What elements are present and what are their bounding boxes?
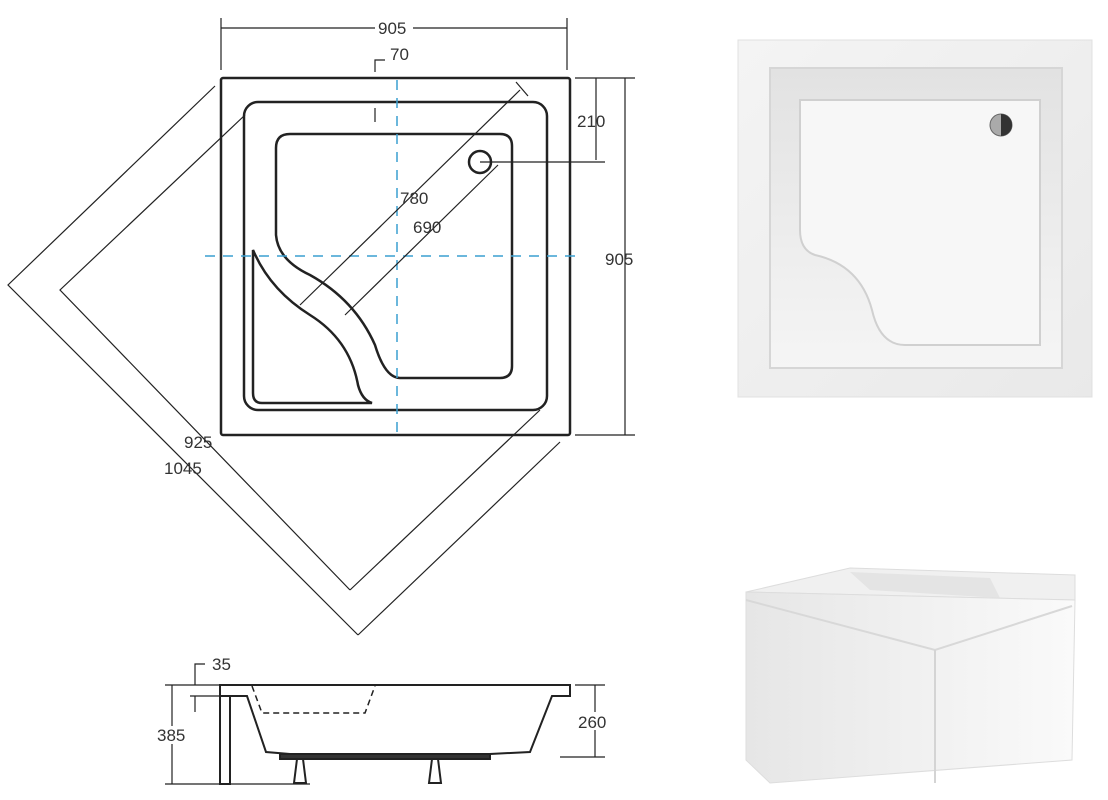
side-view-labels: 35 385 260: [155, 655, 614, 745]
width-label: 905: [378, 19, 406, 38]
product-photo-top: [737, 39, 1093, 398]
top-view: [7, 18, 635, 636]
foot-right: [427, 758, 443, 784]
panel-leg: [219, 695, 231, 785]
diag-inner-label: 690: [413, 218, 441, 237]
tray-profile: [219, 684, 571, 759]
drain-offset-label: 210: [577, 112, 605, 131]
foot-left: [292, 758, 308, 784]
top-view-labels: 905 70 210 905 780 690 925 1045: [164, 18, 633, 478]
side-1045-label: 1045: [164, 459, 202, 478]
side-925-label: 925: [184, 433, 212, 452]
seat-dashed: [251, 685, 376, 714]
tray-height-label: 260: [578, 713, 606, 732]
diag-outer-label: 780: [400, 189, 428, 208]
rim-thickness-label: 35: [212, 655, 231, 674]
rim-label: 70: [390, 45, 409, 64]
product-photo-3d: [745, 567, 1076, 784]
total-height-label: 385: [157, 726, 185, 745]
basin-outline: [274, 132, 514, 380]
seat-outline: [251, 249, 373, 405]
side-view: [165, 663, 605, 785]
height-label: 905: [605, 250, 633, 269]
